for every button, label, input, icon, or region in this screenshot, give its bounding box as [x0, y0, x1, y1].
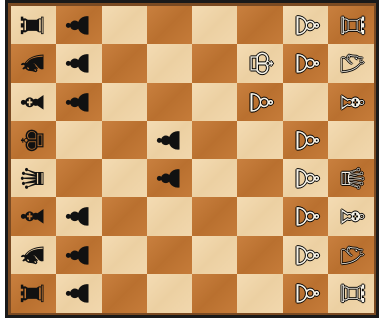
square-r4-c2[interactable] [102, 159, 148, 198]
square-r1-c1[interactable]: ♟ [56, 44, 102, 83]
square-r3-c4[interactable] [192, 121, 238, 160]
white-pawn-icon[interactable]: ♙ [286, 121, 325, 160]
square-r3-c7[interactable] [328, 121, 374, 160]
square-r7-c4[interactable] [192, 274, 238, 313]
square-r0-c6[interactable]: ♙ [283, 6, 329, 45]
white-king-icon[interactable]: ♔ [241, 44, 280, 83]
square-r6-c4[interactable] [192, 236, 238, 275]
square-r5-c1[interactable]: ♟ [56, 197, 102, 236]
square-r6-c5[interactable] [237, 236, 283, 275]
square-r7-c2[interactable] [102, 274, 148, 313]
white-rook-icon[interactable]: ♖ [331, 274, 370, 313]
square-r2-c5[interactable]: ♙ [237, 83, 283, 122]
square-r2-c2[interactable] [102, 83, 148, 122]
black-king-icon[interactable]: ♚ [15, 121, 54, 160]
square-r0-c3[interactable] [147, 6, 193, 45]
square-r4-c0[interactable]: ♛ [11, 159, 57, 198]
square-r3-c1[interactable] [56, 121, 102, 160]
square-r5-c6[interactable]: ♙ [283, 197, 329, 236]
white-pawn-icon[interactable]: ♙ [286, 6, 325, 45]
square-r4-c7[interactable]: ♕ [328, 159, 374, 198]
square-r7-c6[interactable]: ♙ [283, 274, 329, 313]
black-pawn-icon[interactable]: ♟ [60, 197, 99, 236]
square-r1-c7[interactable]: ♘ [328, 44, 374, 83]
chess-board-frame: ♜♟♙♖♞♟♔♙♘♝♟♙♗♚♟♙♛♟♙♕♝♟♙♗♞♟♙♘♜♟♙♖ [5, 0, 379, 318]
black-knight-icon[interactable]: ♞ [15, 44, 54, 83]
square-r1-c6[interactable]: ♙ [283, 44, 329, 83]
square-r4-c6[interactable]: ♙ [283, 159, 329, 198]
black-bishop-icon[interactable]: ♝ [15, 197, 54, 236]
chess-board[interactable]: ♜♟♙♖♞♟♔♙♘♝♟♙♗♚♟♙♛♟♙♕♝♟♙♗♞♟♙♘♜♟♙♖ [11, 6, 373, 312]
square-r2-c3[interactable] [147, 83, 193, 122]
black-pawn-icon[interactable]: ♟ [60, 44, 99, 83]
white-pawn-icon[interactable]: ♙ [286, 44, 325, 83]
square-r1-c2[interactable] [102, 44, 148, 83]
square-r3-c6[interactable]: ♙ [283, 121, 329, 160]
square-r6-c0[interactable]: ♞ [11, 236, 57, 275]
black-pawn-icon[interactable]: ♟ [60, 83, 99, 122]
square-r3-c0[interactable]: ♚ [11, 121, 57, 160]
square-r6-c1[interactable]: ♟ [56, 236, 102, 275]
square-r1-c4[interactable] [192, 44, 238, 83]
square-r7-c7[interactable]: ♖ [328, 274, 374, 313]
square-r2-c6[interactable] [283, 83, 329, 122]
square-r5-c5[interactable] [237, 197, 283, 236]
square-r7-c0[interactable]: ♜ [11, 274, 57, 313]
square-r0-c1[interactable]: ♟ [56, 6, 102, 45]
square-r1-c3[interactable] [147, 44, 193, 83]
square-r3-c5[interactable] [237, 121, 283, 160]
square-r3-c2[interactable] [102, 121, 148, 160]
white-pawn-icon[interactable]: ♙ [286, 159, 325, 198]
square-r5-c2[interactable] [102, 197, 148, 236]
black-pawn-icon[interactable]: ♟ [150, 121, 189, 160]
square-r2-c0[interactable]: ♝ [11, 83, 57, 122]
square-r1-c5[interactable]: ♔ [237, 44, 283, 83]
square-r0-c0[interactable]: ♜ [11, 6, 57, 45]
white-pawn-icon[interactable]: ♙ [286, 274, 325, 313]
black-pawn-icon[interactable]: ♟ [60, 6, 99, 45]
square-r0-c7[interactable]: ♖ [328, 6, 374, 45]
black-rook-icon[interactable]: ♜ [15, 274, 54, 313]
white-knight-icon[interactable]: ♘ [331, 44, 370, 83]
black-pawn-icon[interactable]: ♟ [60, 236, 99, 275]
white-pawn-icon[interactable]: ♙ [241, 83, 280, 122]
white-knight-icon[interactable]: ♘ [331, 236, 370, 275]
square-r1-c0[interactable]: ♞ [11, 44, 57, 83]
white-queen-icon[interactable]: ♕ [331, 159, 370, 198]
square-r0-c4[interactable] [192, 6, 238, 45]
white-pawn-icon[interactable]: ♙ [286, 236, 325, 275]
square-r6-c2[interactable] [102, 236, 148, 275]
square-r7-c3[interactable] [147, 274, 193, 313]
black-knight-icon[interactable]: ♞ [15, 236, 54, 275]
square-r7-c5[interactable] [237, 274, 283, 313]
square-r2-c4[interactable] [192, 83, 238, 122]
square-r4-c3[interactable]: ♟ [147, 159, 193, 198]
black-queen-icon[interactable]: ♛ [15, 159, 54, 198]
square-r6-c3[interactable] [147, 236, 193, 275]
square-r0-c5[interactable] [237, 6, 283, 45]
square-r2-c7[interactable]: ♗ [328, 83, 374, 122]
square-r4-c1[interactable] [56, 159, 102, 198]
square-r5-c4[interactable] [192, 197, 238, 236]
white-bishop-icon[interactable]: ♗ [331, 83, 370, 122]
white-bishop-icon[interactable]: ♗ [331, 197, 370, 236]
white-pawn-icon[interactable]: ♙ [286, 197, 325, 236]
square-r5-c3[interactable] [147, 197, 193, 236]
square-r6-c7[interactable]: ♘ [328, 236, 374, 275]
white-rook-icon[interactable]: ♖ [331, 6, 370, 45]
square-r3-c3[interactable]: ♟ [147, 121, 193, 160]
square-r2-c1[interactable]: ♟ [56, 83, 102, 122]
square-r5-c0[interactable]: ♝ [11, 197, 57, 236]
square-r6-c6[interactable]: ♙ [283, 236, 329, 275]
square-r0-c2[interactable] [102, 6, 148, 45]
black-rook-icon[interactable]: ♜ [15, 6, 54, 45]
black-bishop-icon[interactable]: ♝ [15, 83, 54, 122]
black-pawn-icon[interactable]: ♟ [60, 274, 99, 313]
square-r4-c5[interactable] [237, 159, 283, 198]
square-r4-c4[interactable] [192, 159, 238, 198]
black-pawn-icon[interactable]: ♟ [150, 159, 189, 198]
square-r5-c7[interactable]: ♗ [328, 197, 374, 236]
square-r7-c1[interactable]: ♟ [56, 274, 102, 313]
